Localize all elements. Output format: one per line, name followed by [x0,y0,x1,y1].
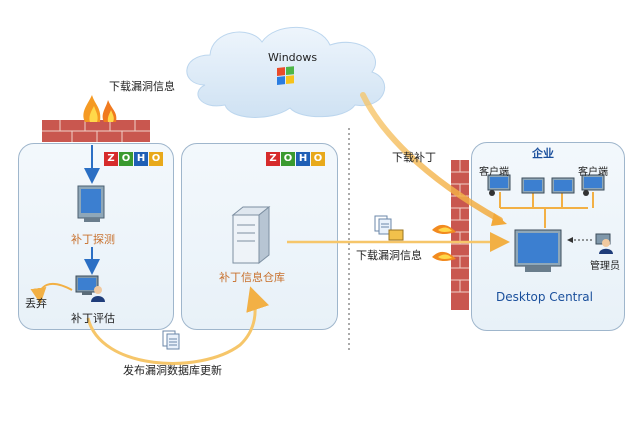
download-vuln-middle-label: 下载漏洞信息 [356,249,422,262]
patch-eval-label: 补丁评估 [71,312,115,325]
windows-cloud [186,26,386,118]
client-label-right: 客户端 [578,167,608,178]
fire-icon [83,95,117,122]
zoho-letter: Z [104,152,118,166]
desktop-central-label: Desktop Central [496,290,593,304]
zoho-letter: O [281,152,295,166]
discard-label: 丢弃 [25,297,47,310]
cloud-label: Windows [268,51,318,64]
patch-scan-label: 补丁探测 [71,233,115,246]
zoho-letter: H [134,152,148,166]
zoho-logo-left: Z O H O [104,152,163,166]
publish-update-label: 发布漏洞数据库更新 [123,364,222,377]
firewall-top [42,120,150,142]
zoho-letter: O [149,152,163,166]
admin-label: 管理员 [590,261,620,272]
zoho-letter: O [311,152,325,166]
zoho-letter: H [296,152,310,166]
enterprise-label: 企业 [532,147,554,160]
client-label-left: 客户端 [479,167,509,178]
zoho-letter: O [119,152,133,166]
repository-panel [181,143,338,330]
repository-label: 补丁信息仓库 [219,271,285,284]
download-patch-label: 下载补丁 [392,151,436,164]
zoho-logo-middle: Z O H O [266,152,325,166]
firewall-right [451,160,469,310]
download-vuln-top-label: 下载漏洞信息 [109,80,175,93]
zoho-letter: Z [266,152,280,166]
